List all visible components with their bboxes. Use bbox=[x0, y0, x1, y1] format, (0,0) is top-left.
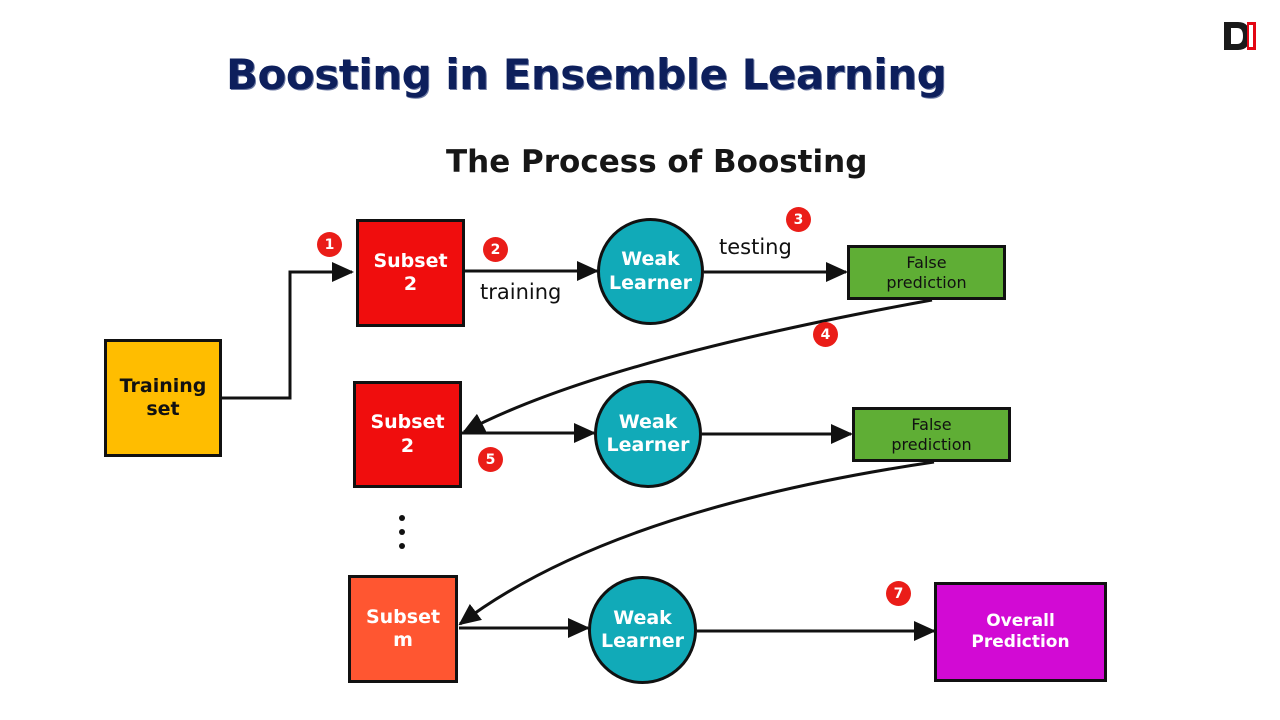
edge-label-testing: testing bbox=[719, 235, 792, 259]
arrow-training-set-to-subset bbox=[222, 262, 354, 400]
training-set-node: Training set bbox=[104, 339, 222, 457]
step-badge-2: 2 bbox=[483, 237, 508, 262]
edge-label-training: training bbox=[480, 280, 562, 304]
step-badge-7: 7 bbox=[886, 581, 911, 606]
arrow-false-prediction-1-to-subset-b bbox=[462, 298, 933, 434]
weak-learner-node-2: Weak Learner bbox=[594, 380, 702, 488]
step-badge-4: 4 bbox=[813, 322, 838, 347]
subset-2-node-middle: Subset 2 bbox=[353, 381, 462, 488]
false-prediction-node-2: False prediction bbox=[852, 407, 1011, 462]
logo-icon bbox=[1224, 22, 1256, 50]
diagram-title: The Process of Boosting bbox=[446, 144, 868, 180]
arrow-false-prediction-2-to-subset-m bbox=[458, 460, 935, 626]
vertical-ellipsis-icon bbox=[399, 515, 405, 549]
overall-prediction-node: Overall Prediction bbox=[934, 582, 1107, 682]
subset-2-node-top: Subset 2 bbox=[356, 219, 465, 327]
false-prediction-node-1: False prediction bbox=[847, 245, 1006, 300]
subset-m-node: Subset m bbox=[348, 575, 458, 683]
step-badge-3: 3 bbox=[786, 207, 811, 232]
weak-learner-node-1: Weak Learner bbox=[597, 218, 704, 325]
step-badge-5: 5 bbox=[478, 447, 503, 472]
weak-learner-node-3: Weak Learner bbox=[588, 576, 697, 684]
slide-title: Boosting in Ensemble Learning bbox=[226, 50, 947, 99]
step-badge-1: 1 bbox=[317, 232, 342, 257]
